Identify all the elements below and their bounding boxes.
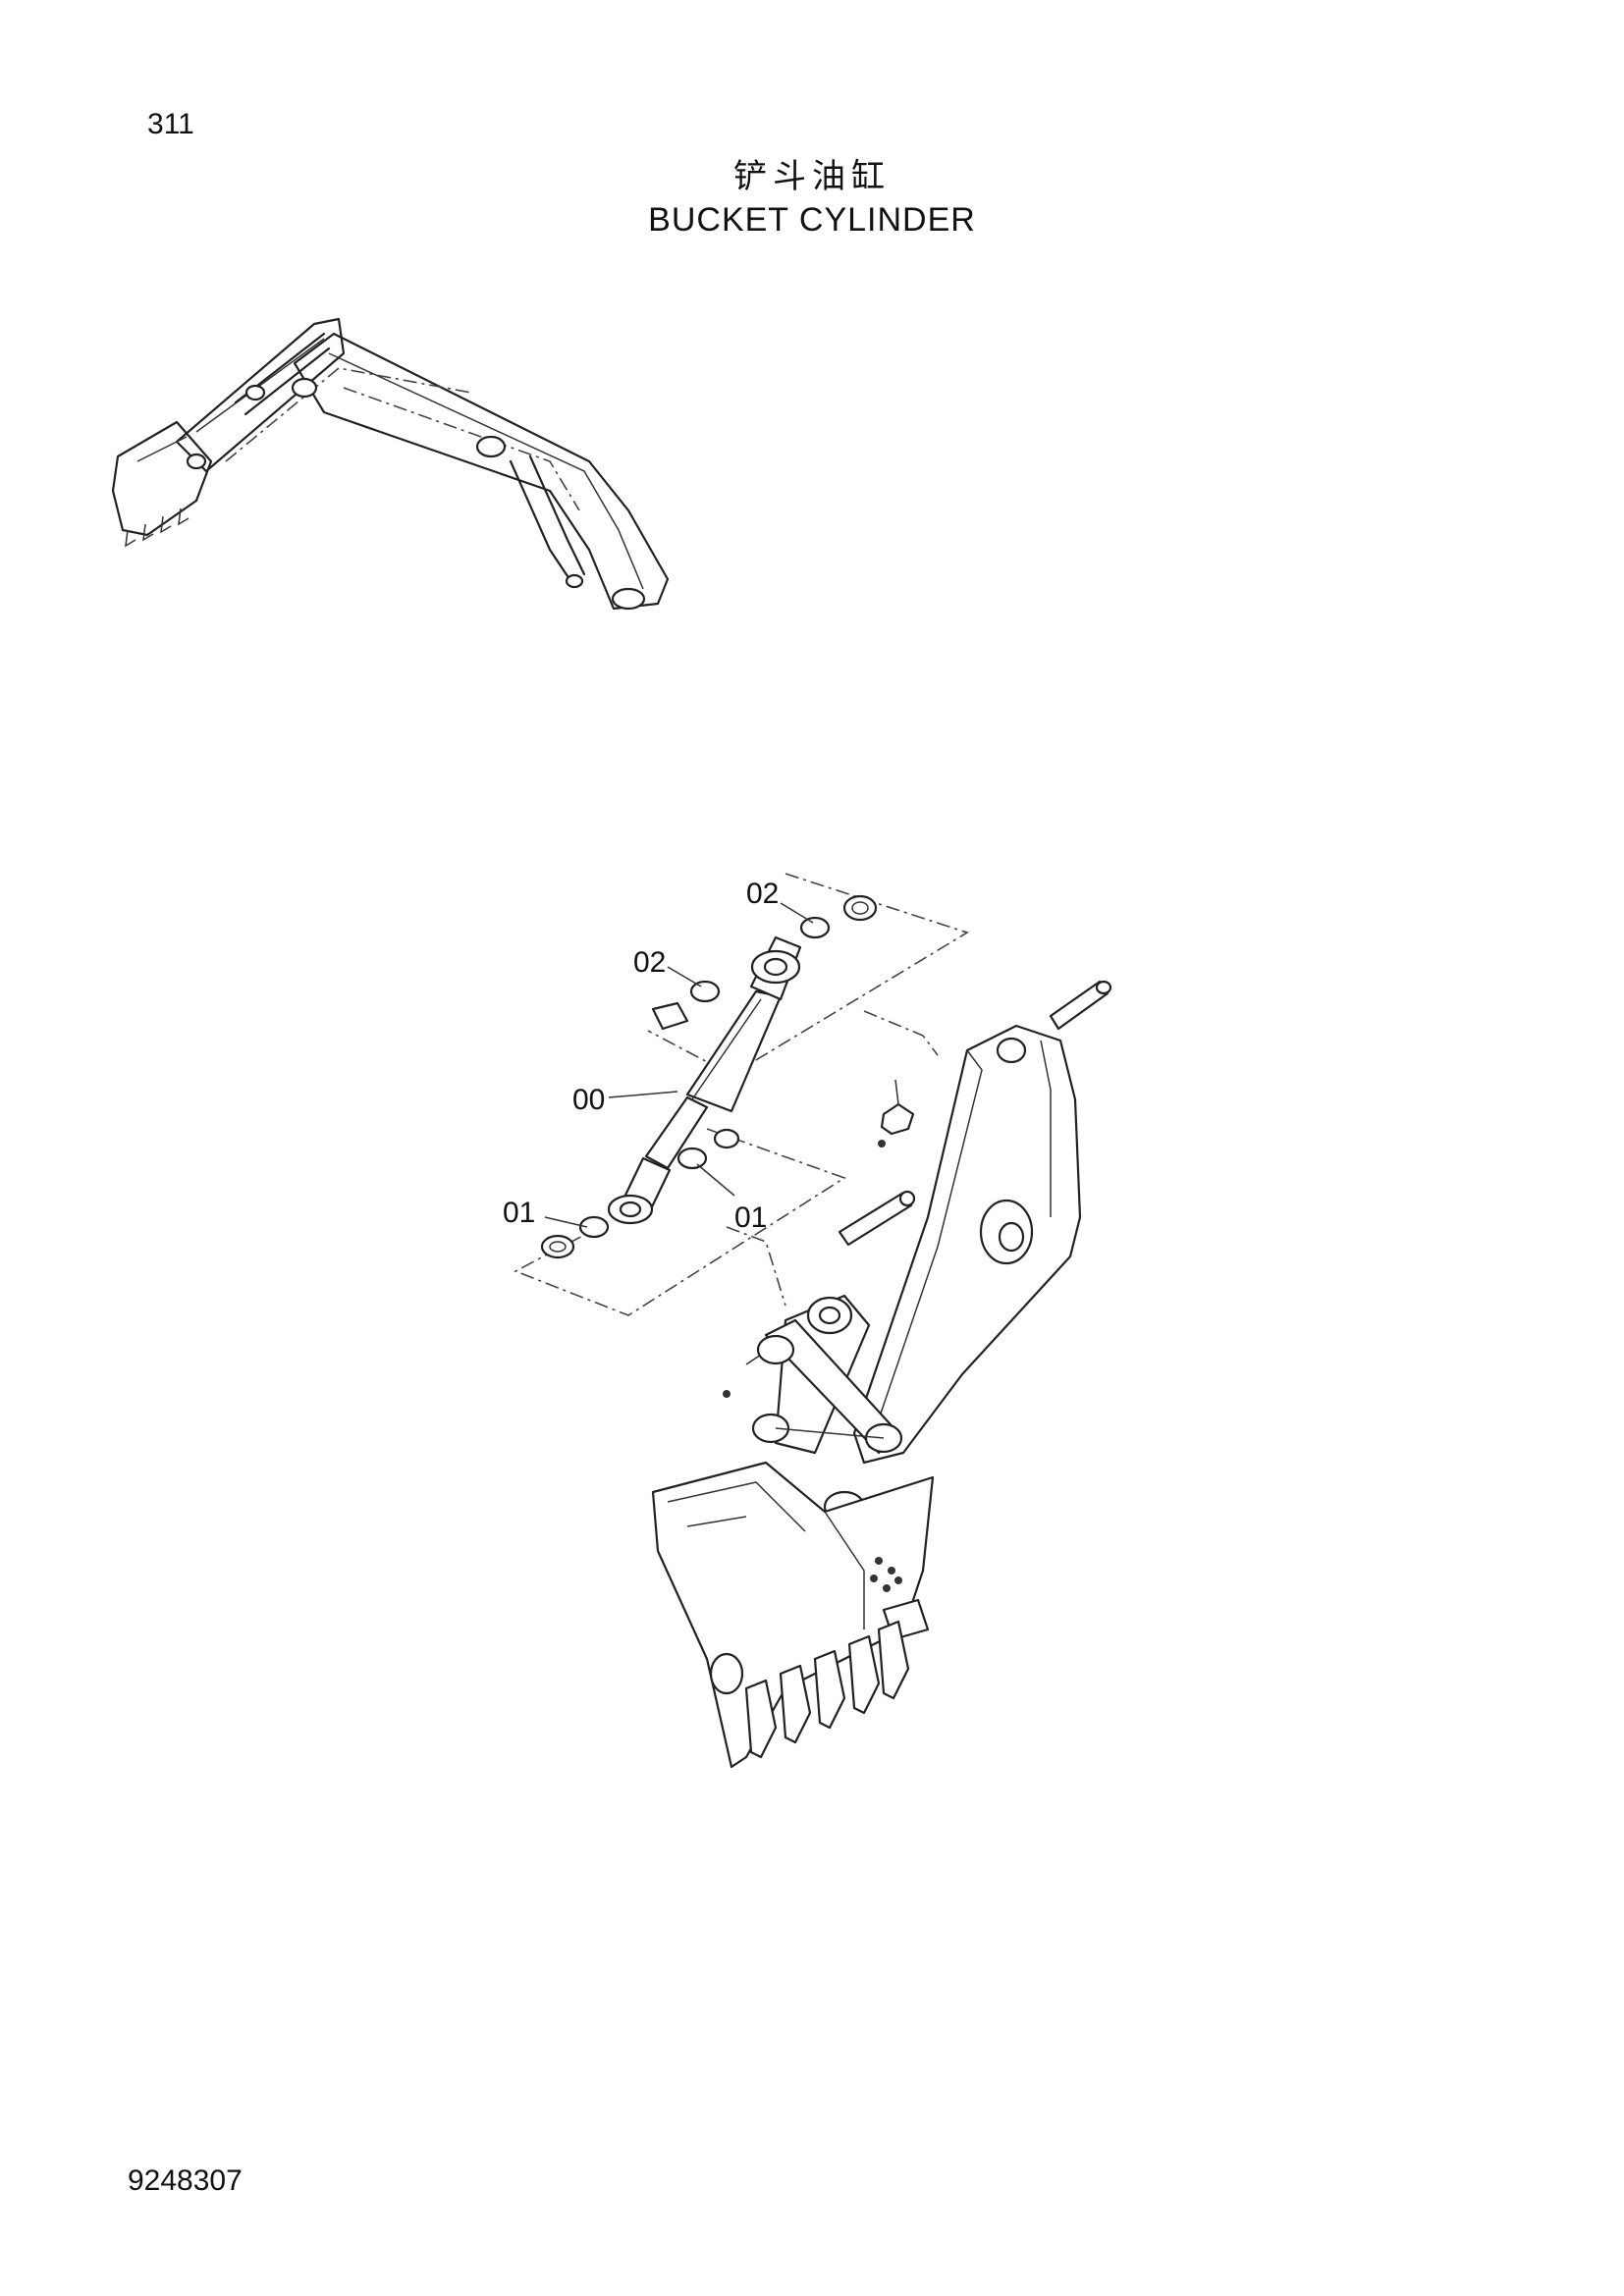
bushing-01-left [540,1215,610,1259]
callout-02-right: 02 [746,878,779,910]
document-number: 9248307 [128,2164,243,2197]
callout-00: 00 [572,1084,605,1116]
bushing-02-right [799,894,878,939]
callout-01-left: 01 [503,1197,535,1229]
overview-illustration [111,317,670,611]
leader-lines [544,902,814,1228]
bucket-cylinder [607,935,802,1225]
title-chinese: 铲斗油缸 [733,157,891,196]
bucket-teeth [744,1620,910,1759]
bushing-02-left [651,980,721,1031]
callout-01-right: 01 [734,1201,767,1234]
arm [852,1024,1082,1465]
title-english: BUCKET CYLINDER [648,201,976,239]
page-number: 311 [147,108,194,140]
callout-02-left: 02 [633,946,666,979]
main-exploded-view: 02 02 00 01 01 [503,873,1112,1769]
bucket [651,1461,935,1769]
bushing-01-right [677,1128,740,1170]
